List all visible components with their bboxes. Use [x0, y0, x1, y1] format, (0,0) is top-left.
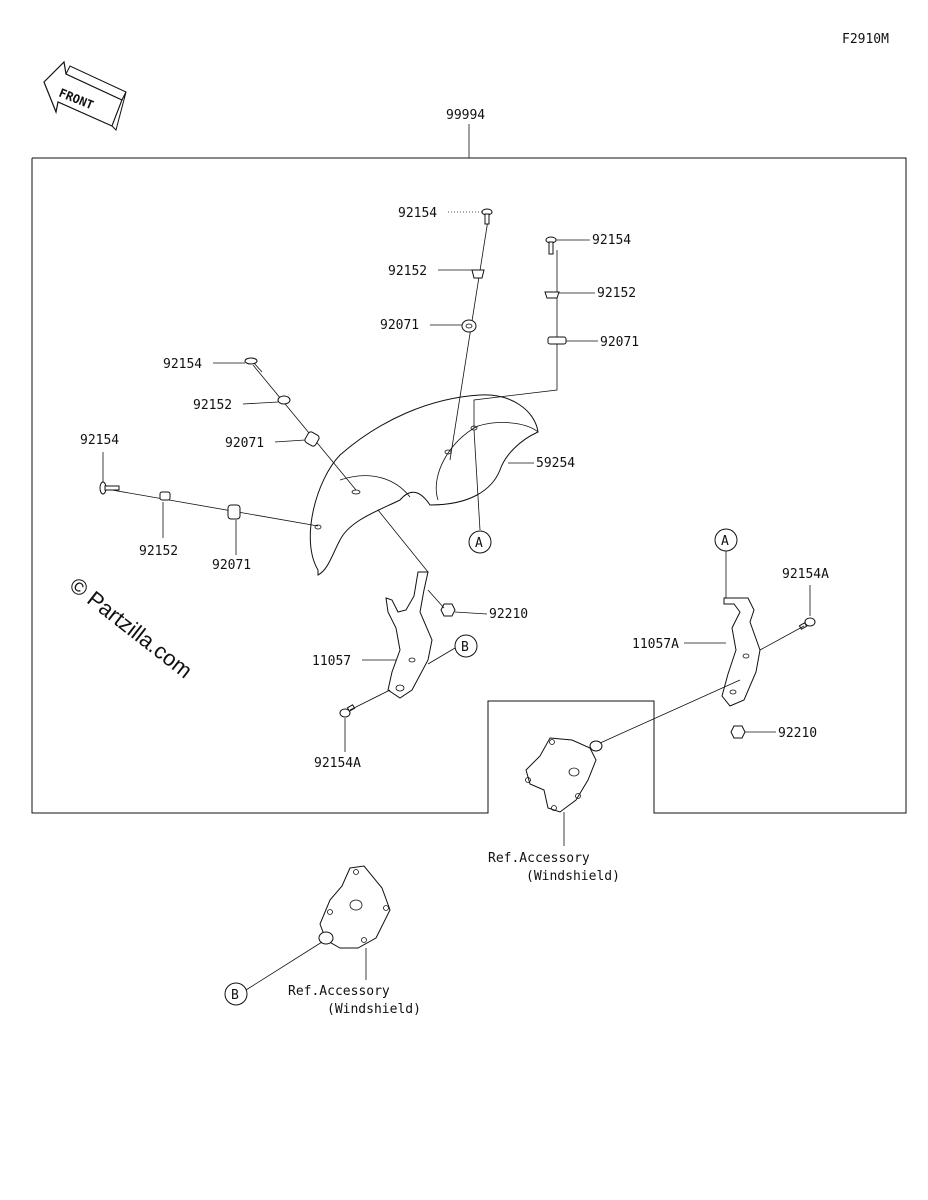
callout-92154-midleft: 92154: [163, 357, 202, 372]
figure-code: F2910M: [842, 32, 889, 47]
bolt-icon: [244, 357, 263, 373]
ref-mark-b: B: [224, 982, 248, 1006]
svg-text:A: A: [721, 534, 729, 549]
callout-92154a-left: 92154A: [314, 756, 361, 771]
svg-text:A: A: [475, 536, 483, 551]
bracket-right-part: [721, 597, 761, 707]
washer-icon: [471, 269, 485, 279]
callout-11057a: 11057A: [632, 637, 679, 652]
callout-92154-top: 92154: [398, 206, 437, 221]
callout-92152-top: 92152: [388, 264, 427, 279]
front-arrow-icon: FRONT: [43, 60, 127, 131]
callout-92152-midleft: 92152: [193, 398, 232, 413]
bolt-icon: [545, 236, 557, 255]
bracket-left-part: [385, 571, 433, 699]
callout-99994: 99994: [446, 108, 485, 123]
svg-text:B: B: [461, 640, 469, 655]
callout-11057: 11057: [312, 654, 351, 669]
ref-accessory-lower-line1: Ref.Accessory: [288, 984, 390, 999]
washer-icon: [544, 291, 560, 299]
windshield-part: [309, 394, 539, 576]
grommet-icon: [227, 504, 241, 520]
windshield-mount-accessory: [318, 865, 391, 949]
ref-mark-a: A: [468, 530, 492, 554]
callout-92071-right: 92071: [600, 335, 639, 350]
callout-92152-farleft: 92152: [139, 544, 178, 559]
callout-92071-top: 92071: [380, 318, 419, 333]
callout-92154a-right: 92154A: [782, 567, 829, 582]
callout-92071-midleft: 92071: [225, 436, 264, 451]
bolt-icon: [481, 208, 493, 225]
washer-icon: [277, 395, 291, 405]
grommet-icon: [461, 319, 477, 333]
svg-text:B: B: [231, 988, 239, 1003]
callout-92071-farleft: 92071: [212, 558, 251, 573]
ref-accessory-upper-line1: Ref.Accessory: [488, 851, 590, 866]
callout-92154-farleft: 92154: [80, 433, 119, 448]
windshield-mount-accessory: [525, 737, 603, 813]
nut-icon: [730, 725, 746, 739]
bolt-icon: [339, 704, 356, 718]
watermark: © Partzilla.com: [65, 572, 197, 683]
nut-icon: [440, 603, 456, 617]
callout-92210-left: 92210: [489, 607, 528, 622]
ref-accessory-upper-line2: (Windshield): [526, 869, 620, 884]
bolt-icon: [99, 481, 120, 495]
ref-mark-b: B: [454, 634, 478, 658]
grommet-icon: [547, 336, 567, 345]
callout-92154-right: 92154: [592, 233, 631, 248]
grommet-icon: [304, 431, 320, 447]
kit-boundary: [31, 157, 907, 814]
ref-mark-a: A: [714, 528, 738, 552]
callout-92210-right: 92210: [778, 726, 817, 741]
washer-icon: [159, 491, 171, 501]
callout-92152-right: 92152: [597, 286, 636, 301]
ref-accessory-lower-line2: (Windshield): [327, 1002, 421, 1017]
callout-59254: 59254: [536, 456, 575, 471]
